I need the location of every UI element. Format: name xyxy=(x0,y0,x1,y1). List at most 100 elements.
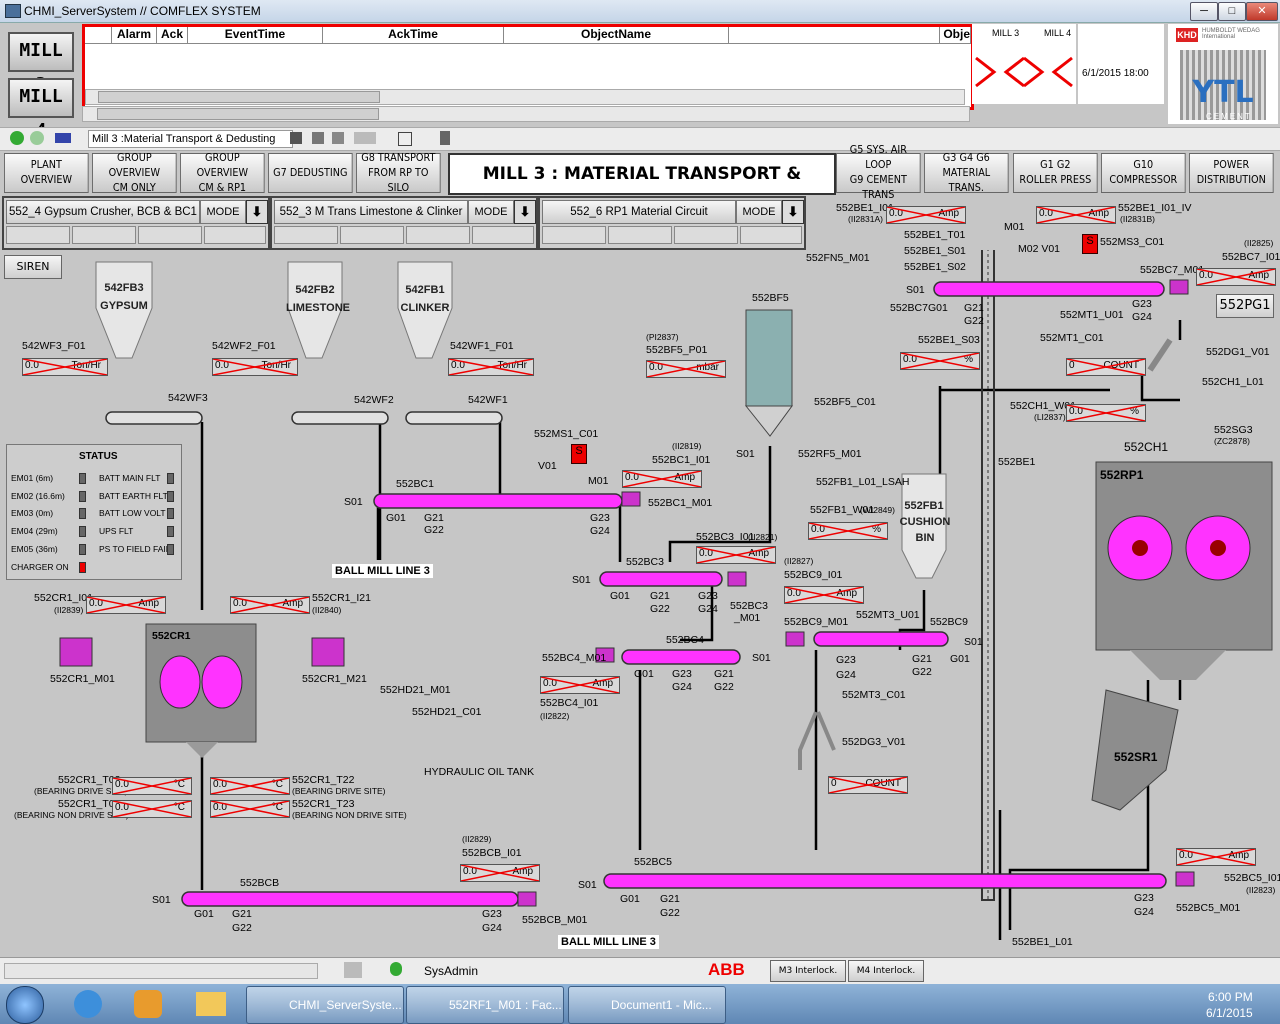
document-icon[interactable] xyxy=(440,131,450,145)
mill3-status-label: MILL 3 xyxy=(992,28,1020,38)
section-cell xyxy=(204,226,266,244)
alarm-col-objectname[interactable]: ObjectName xyxy=(504,27,729,43)
pg1-button[interactable]: 552PG1 xyxy=(1216,294,1274,318)
alarm-list[interactable]: Alarm Ack EventTime AckTime ObjectName O… xyxy=(82,24,974,110)
value: 0.0 xyxy=(451,360,465,371)
ms3-s-indicator[interactable]: S xyxy=(1082,234,1098,254)
taskbar-chmi[interactable]: CHMI_ServerSyste... xyxy=(246,986,404,1024)
address-field[interactable]: Mill 3 :Material Transport & Dedusting xyxy=(88,130,293,148)
window-icon[interactable] xyxy=(398,132,412,146)
mode-button[interactable]: MODE xyxy=(736,200,782,224)
ball-mill-line-label-2[interactable]: BALL MILL LINE 3 xyxy=(558,935,659,949)
section-label[interactable]: 552_6 RP1 Material Circuit xyxy=(542,200,736,224)
list-icon[interactable] xyxy=(344,962,362,978)
siren-button[interactable]: SIREN xyxy=(4,255,62,279)
app-icon xyxy=(5,4,21,18)
alarm-scroll-thumb[interactable] xyxy=(98,91,380,103)
be1-s01-tag: 552BE1_S01 xyxy=(904,245,966,257)
minimize-button[interactable]: ─ xyxy=(1190,2,1218,21)
be1-s03-box[interactable]: 0.0% xyxy=(900,352,980,370)
status-hscroll[interactable] xyxy=(4,963,318,979)
restore-button[interactable]: □ xyxy=(1218,2,1246,21)
mill4-button[interactable]: MILL 4 xyxy=(8,78,74,141)
alarm-col-blank[interactable] xyxy=(729,27,940,43)
start-button[interactable] xyxy=(6,986,44,1024)
tool-icon[interactable] xyxy=(312,132,324,144)
alarm-col[interactable] xyxy=(85,27,112,43)
m3-interlock-button[interactable]: M3 Interlock. List xyxy=(770,960,846,996)
forward-icon[interactable] xyxy=(30,131,44,145)
fault-x-icon xyxy=(809,523,887,539)
back-icon[interactable] xyxy=(10,131,24,145)
print-icon[interactable] xyxy=(332,132,344,144)
mill3-button[interactable]: MILL 3 xyxy=(8,32,74,95)
cr1-t02-box[interactable]: 0.0°C xyxy=(112,777,192,795)
m4-interlock-button[interactable]: M4 Interlock. List xyxy=(848,960,924,996)
cr1-t03-box[interactable]: 0.0°C xyxy=(112,800,192,818)
cr1-t22-box[interactable]: 0.0°C xyxy=(210,777,290,795)
alarm-col-obje[interactable]: Obje xyxy=(940,27,971,43)
close-button[interactable]: ✕ xyxy=(1246,2,1278,21)
taskbar-word[interactable]: Document1 - Mic... xyxy=(568,986,726,1024)
arrow-down-icon[interactable]: ⬇ xyxy=(514,200,536,224)
view-icon[interactable] xyxy=(354,132,376,144)
cr1-t23-box[interactable]: 0.0°C xyxy=(210,800,290,818)
alarm-col-eventtime[interactable]: EventTime xyxy=(188,27,323,43)
arrow-down-icon[interactable]: ⬇ xyxy=(782,200,804,224)
section-label[interactable]: 552_4 Gypsum Crusher, BCB & BC1 xyxy=(6,200,200,224)
media-player-icon[interactable] xyxy=(134,990,162,1018)
bc1-m01-tag: 552BC1_M01 xyxy=(648,497,713,509)
download-icon[interactable] xyxy=(290,132,302,144)
alarm-bottom-scroll[interactable] xyxy=(82,106,970,122)
mode-button[interactable]: MODE xyxy=(200,200,246,224)
arrow-down-icon[interactable]: ⬇ xyxy=(246,200,268,224)
value: 0.0 xyxy=(699,548,713,559)
alarm-col-ack[interactable]: Ack xyxy=(157,27,188,43)
section-label[interactable]: 552_3 M Trans Limestone & Clinker xyxy=(274,200,468,224)
ie-icon[interactable] xyxy=(74,990,102,1018)
unit: Amp xyxy=(592,678,613,689)
fb1-weight-box[interactable]: 0.0% xyxy=(808,522,888,540)
alarm-col-alarm[interactable]: Alarm xyxy=(112,27,157,43)
ball-mill-line-label[interactable]: BALL MILL LINE 3 xyxy=(332,564,433,578)
taskbar-rf1[interactable]: 552RF1_M01 : Fac... xyxy=(406,986,564,1024)
alarm-bottom-thumb[interactable] xyxy=(97,108,379,120)
alarm-col-acktime[interactable]: AckTime xyxy=(323,27,504,43)
mt3-u01-tag: 552MT3_U01 xyxy=(856,609,920,621)
object-icon[interactable] xyxy=(55,133,71,143)
alarm-hscroll[interactable] xyxy=(85,89,965,105)
g7-dedusting-button[interactable]: G7 DEDUSTING xyxy=(268,153,353,193)
mode-button[interactable]: MODE xyxy=(468,200,514,224)
bc3-tag: 552BC3 xyxy=(626,556,664,568)
ms1-s-indicator[interactable]: S xyxy=(571,444,587,464)
bc9-g24: G24 xyxy=(836,669,856,681)
ch1-weight-box[interactable]: 0.0% xyxy=(1066,404,1146,422)
explorer-icon[interactable] xyxy=(196,992,226,1016)
